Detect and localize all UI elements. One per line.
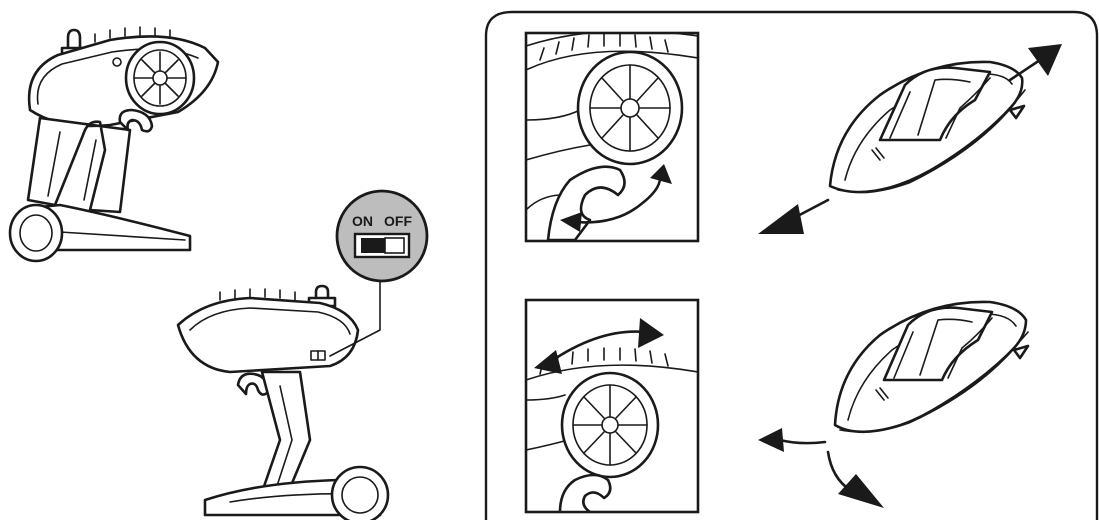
boat-forward-icon [830, 62, 1025, 192]
switch-slider-icon [361, 238, 385, 253]
forward-arrow-icon [1028, 44, 1062, 76]
transmitter-bottom-center-icon [178, 272, 388, 520]
steering-wheel-icon [126, 42, 194, 114]
turn-right-boat-arrow-icon [838, 474, 884, 508]
turn-left-boat-arrow-icon [758, 428, 784, 452]
inset-steering-wheel [526, 300, 698, 512]
boat-turn-icon [835, 302, 1028, 432]
switch-on-label: ON [352, 213, 373, 229]
backward-arrow-icon [758, 204, 804, 234]
transmitter-top-left-icon [10, 27, 218, 261]
inset-steering-trigger [526, 31, 698, 241]
power-switch-badge: ON OFF [337, 191, 427, 281]
switch-off-label: OFF [384, 213, 412, 229]
